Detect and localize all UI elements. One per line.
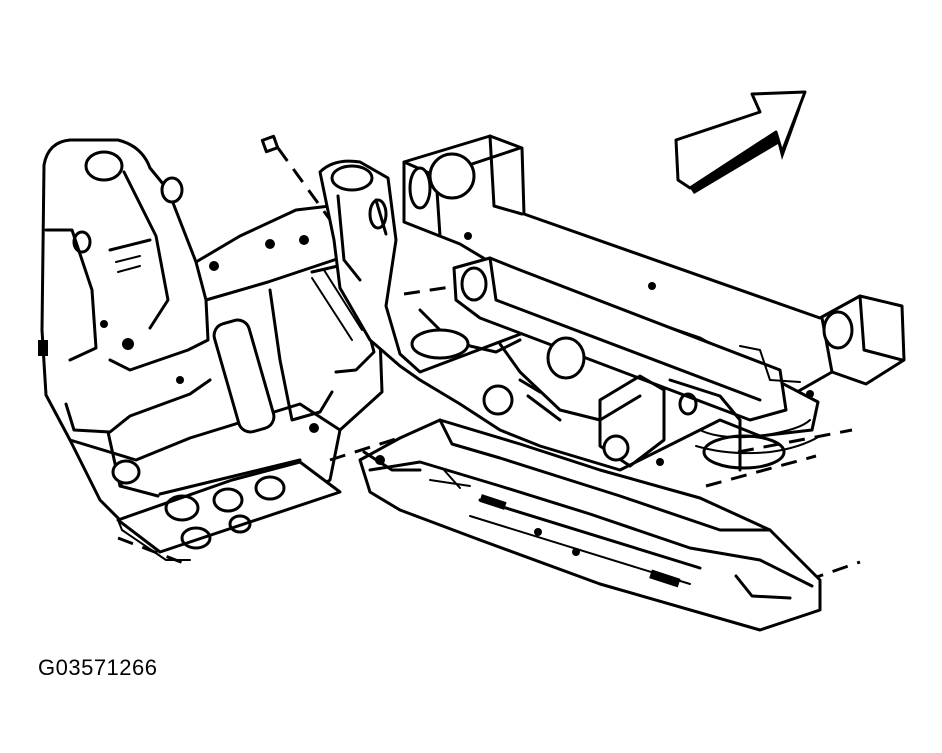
- right-frame-assembly: [318, 134, 906, 632]
- direction-arrow-icon: [674, 90, 807, 194]
- figure-id-code: G03571266: [38, 655, 158, 680]
- bolt-icon: [260, 134, 280, 154]
